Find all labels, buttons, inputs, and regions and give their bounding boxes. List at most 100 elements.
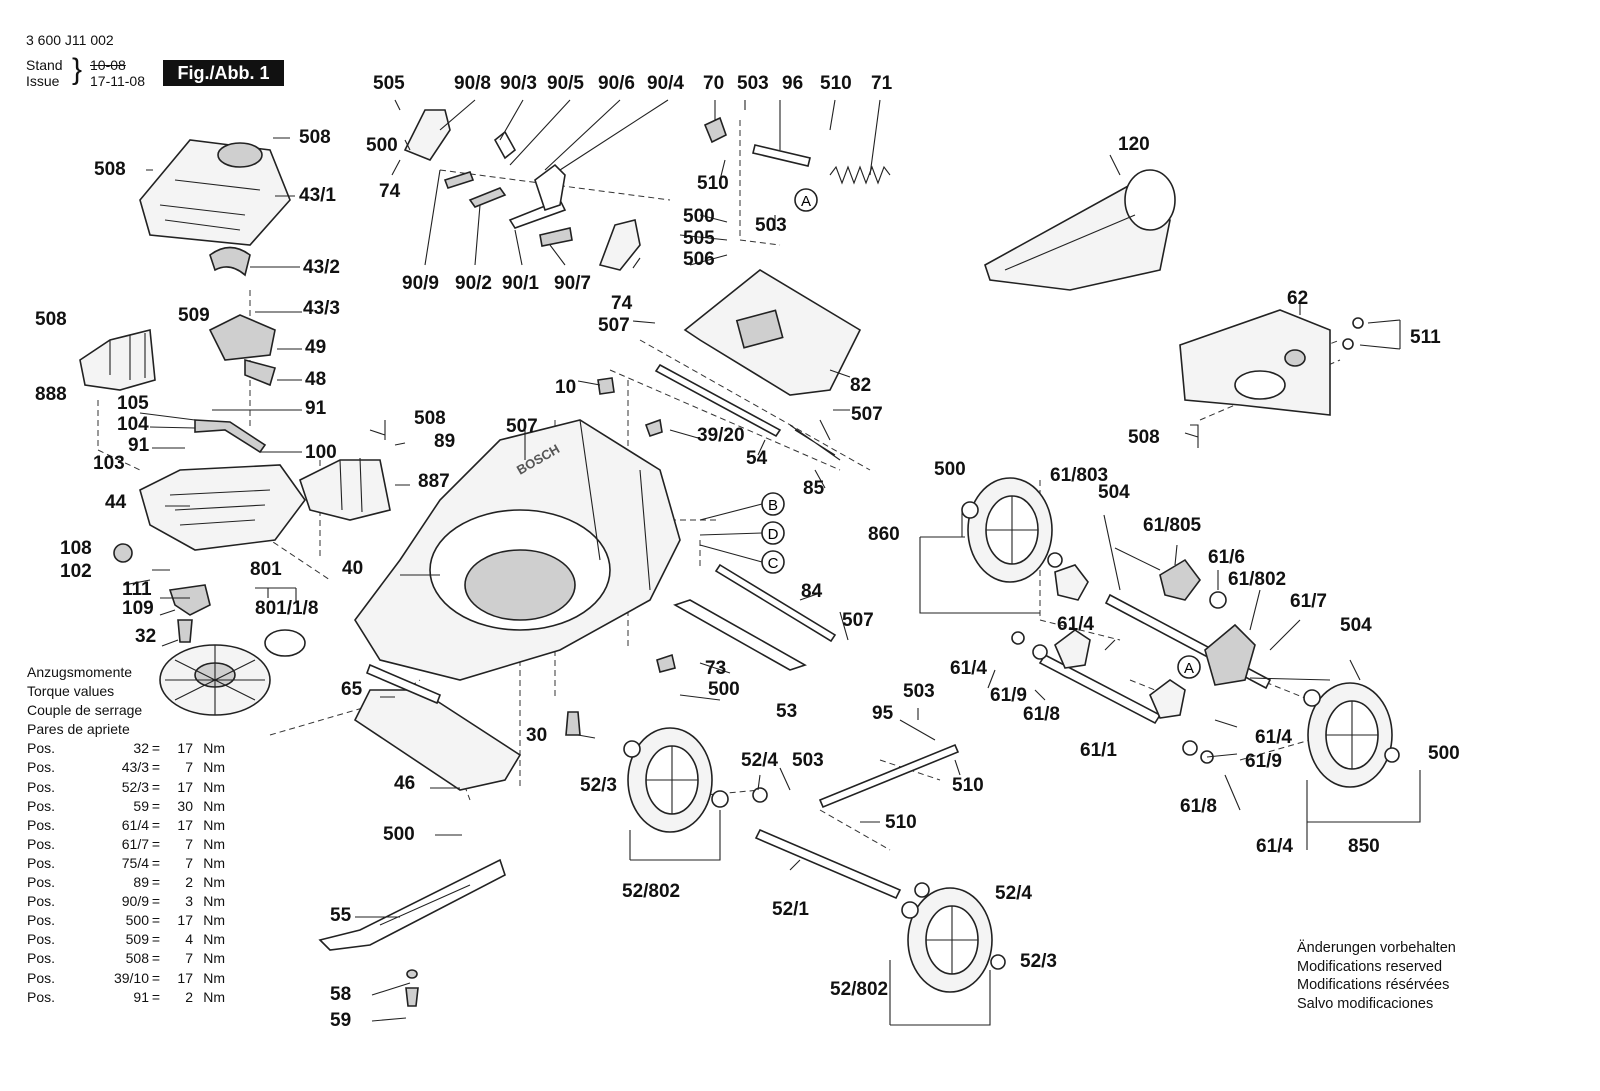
torque-pos: Pos. [27, 816, 56, 833]
label-59: 59 [330, 1010, 351, 1031]
knob-108 [113, 543, 133, 563]
label-850: 850 [1348, 836, 1380, 857]
torque-part: 59 [133, 797, 149, 814]
label-507b: 507 [851, 404, 883, 425]
callout-c: C [761, 550, 785, 574]
torque-part: 90/9 [121, 893, 149, 910]
torque-eq: = [151, 740, 161, 757]
label-90-8: 90/8 [454, 73, 491, 94]
label-103: 103 [93, 453, 125, 474]
label-888: 888 [35, 384, 67, 405]
svg-text:D: D [768, 526, 779, 543]
label-61-803: 61/803 [1050, 465, 1108, 486]
fan-801 [159, 644, 271, 716]
torque-title-en: Torque values [27, 683, 115, 700]
torque-eq: = [151, 797, 161, 814]
svg-text:A: A [1184, 660, 1194, 677]
note-fr: Modifications résérvées [1297, 977, 1450, 993]
bracket-888 [79, 328, 156, 391]
label-73: 73 [705, 658, 726, 679]
torque-pos: Pos. [27, 778, 56, 795]
label-52-4b: 52/4 [995, 883, 1032, 904]
wheel-850 [1307, 682, 1393, 788]
label-120: 120 [1118, 134, 1150, 155]
grass-bag-120 [984, 169, 1176, 291]
torque-unit: Nm [203, 816, 225, 833]
bracket-61-803 [1054, 564, 1089, 601]
label-90-6: 90/6 [598, 73, 635, 94]
torque-part: 32 [133, 740, 149, 757]
torque-value: 7 [185, 835, 193, 852]
label-32: 32 [135, 626, 156, 647]
label-53: 53 [776, 701, 797, 722]
base-46 [353, 689, 522, 791]
torque-part: 508 [125, 950, 149, 967]
torque-value: 2 [185, 988, 193, 1005]
bracket-61-4a [1054, 629, 1091, 669]
torque-value: 17 [177, 816, 193, 833]
torque-eq: = [151, 893, 161, 910]
torque-title-de: Anzugsmomente [27, 664, 133, 680]
label-503d: 503 [792, 750, 824, 771]
torque-unit: Nm [203, 893, 225, 910]
washers [623, 501, 1400, 970]
label-860: 860 [868, 524, 900, 545]
modification-notes: Änderungen vorbehalten Modifications res… [1297, 939, 1456, 1013]
label-801: 801 [250, 559, 282, 580]
label-505a: 505 [373, 73, 405, 94]
wheel-52-802a [627, 727, 713, 833]
torque-eq: = [151, 816, 161, 833]
label-510c: 510 [952, 775, 984, 796]
label-43-3: 43/3 [303, 298, 340, 319]
label-91a: 91 [305, 398, 327, 419]
blade-slot [379, 884, 471, 926]
label-506: 506 [683, 249, 715, 270]
torque-value: 3 [185, 893, 193, 910]
lever-90-3 [493, 130, 517, 160]
torque-eq: = [151, 988, 161, 1005]
rod-54 [654, 363, 782, 438]
torque-unit: Nm [203, 854, 225, 871]
part-10 [597, 377, 615, 395]
link-90-8 [443, 171, 475, 189]
torque-pos: Pos. [27, 797, 56, 814]
torque-part: 61/4 [121, 816, 149, 833]
torque-pos: Pos. [27, 988, 56, 1005]
wheel-860 [967, 477, 1053, 583]
label-503b: 503 [755, 215, 787, 236]
torque-part: 39/10 [113, 969, 149, 986]
label-39-20: 39/20 [697, 425, 745, 446]
label-61-6: 61/6 [1208, 547, 1245, 568]
torque-unit: Nm [203, 874, 225, 891]
label-508a: 508 [299, 127, 331, 148]
label-508e: 508 [1128, 427, 1160, 448]
label-61-805: 61/805 [1143, 515, 1202, 536]
axle-61-1 [1038, 653, 1162, 725]
torque-pos: Pos. [27, 835, 56, 852]
label-61-9a: 61/9 [990, 685, 1027, 706]
cover-43-1 [139, 139, 291, 246]
label-90-9: 90/9 [402, 273, 439, 294]
torque-value: 2 [185, 874, 193, 891]
label-44: 44 [105, 492, 127, 513]
issue-value: 17-11-08 [90, 73, 146, 89]
label-108: 108 [60, 538, 92, 559]
panel-44 [139, 464, 306, 551]
label-111: 111 [122, 579, 152, 600]
torque-value: 7 [185, 854, 193, 871]
torque-row: Pos. 61/4= 17 Nm [27, 816, 225, 835]
label-43-2: 43/2 [303, 257, 340, 278]
torque-pos: Pos. [27, 893, 56, 910]
label-61-9b: 61/9 [1245, 751, 1282, 772]
label-90-2: 90/2 [455, 273, 492, 294]
svg-text:C: C [768, 555, 779, 572]
torque-eq: = [151, 854, 161, 871]
torque-part: 500 [125, 912, 149, 929]
ring-801-1-8 [264, 629, 306, 657]
stand-label: Stand [26, 57, 63, 73]
deck-40: BOSCH [354, 419, 681, 681]
label-61-4b: 61/4 [950, 658, 987, 679]
